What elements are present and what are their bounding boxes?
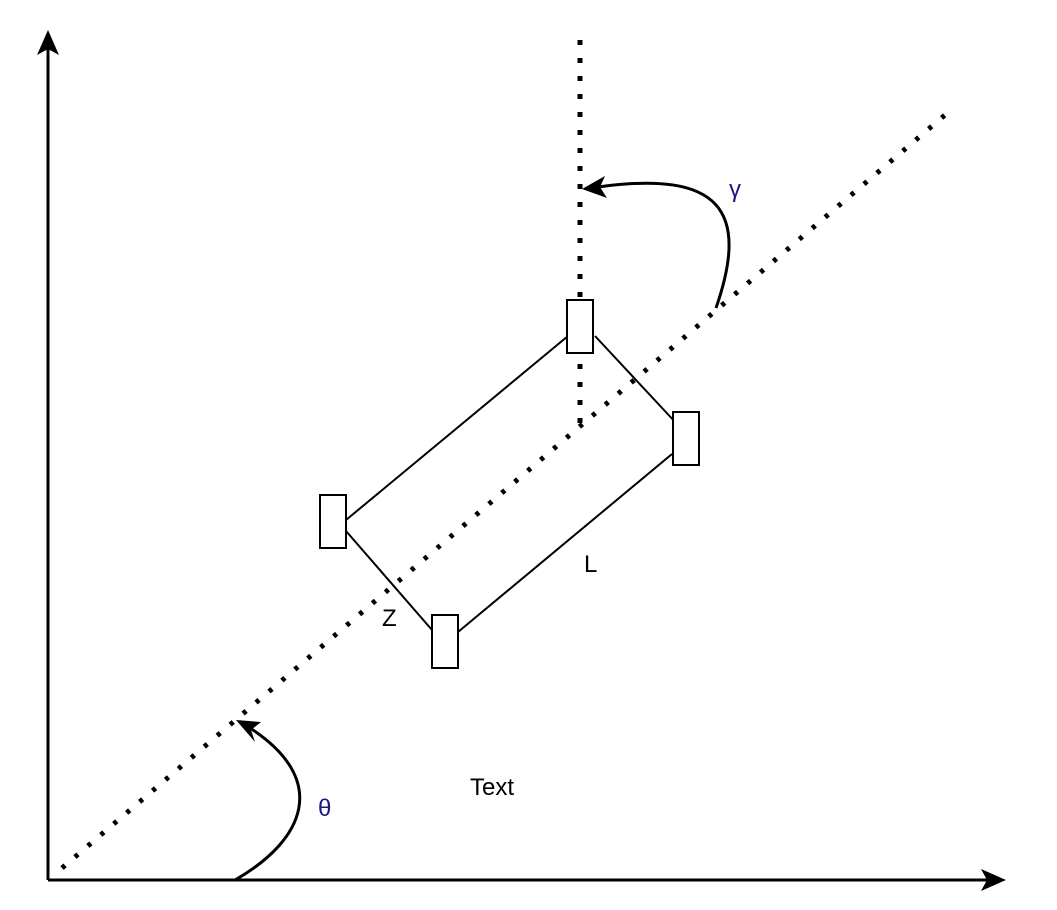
- wheels: [319, 299, 700, 669]
- wheel-front-left: [566, 299, 594, 354]
- theta-label: θ: [318, 795, 331, 822]
- angle-arcs: [234, 176, 731, 882]
- body-edge-top: [345, 335, 569, 521]
- axes: [37, 30, 1006, 891]
- text-label: Text: [470, 774, 514, 801]
- wheel-rear-right: [431, 614, 459, 669]
- body-edge-right: [594, 335, 678, 425]
- gamma-arc: [597, 181, 731, 309]
- width-label: Z: [382, 605, 397, 632]
- heading-line: [60, 113, 947, 870]
- gamma-arrowhead: [582, 176, 607, 198]
- body-edge-left: [345, 530, 433, 631]
- gamma-label: γ: [729, 176, 741, 203]
- length-label: L: [584, 551, 597, 578]
- x-axis-arrowhead: [981, 869, 1006, 891]
- vehicle-body: [345, 335, 678, 633]
- theta-arc: [234, 726, 302, 882]
- wheel-rear-left: [319, 494, 347, 549]
- y-axis-arrowhead: [37, 30, 59, 55]
- labels: γ θ L Z Text: [318, 176, 741, 822]
- wheel-front-right: [672, 411, 700, 466]
- body-edge-bottom: [457, 453, 673, 633]
- reference-lines: [60, 40, 947, 870]
- theta-arrowhead: [236, 720, 261, 742]
